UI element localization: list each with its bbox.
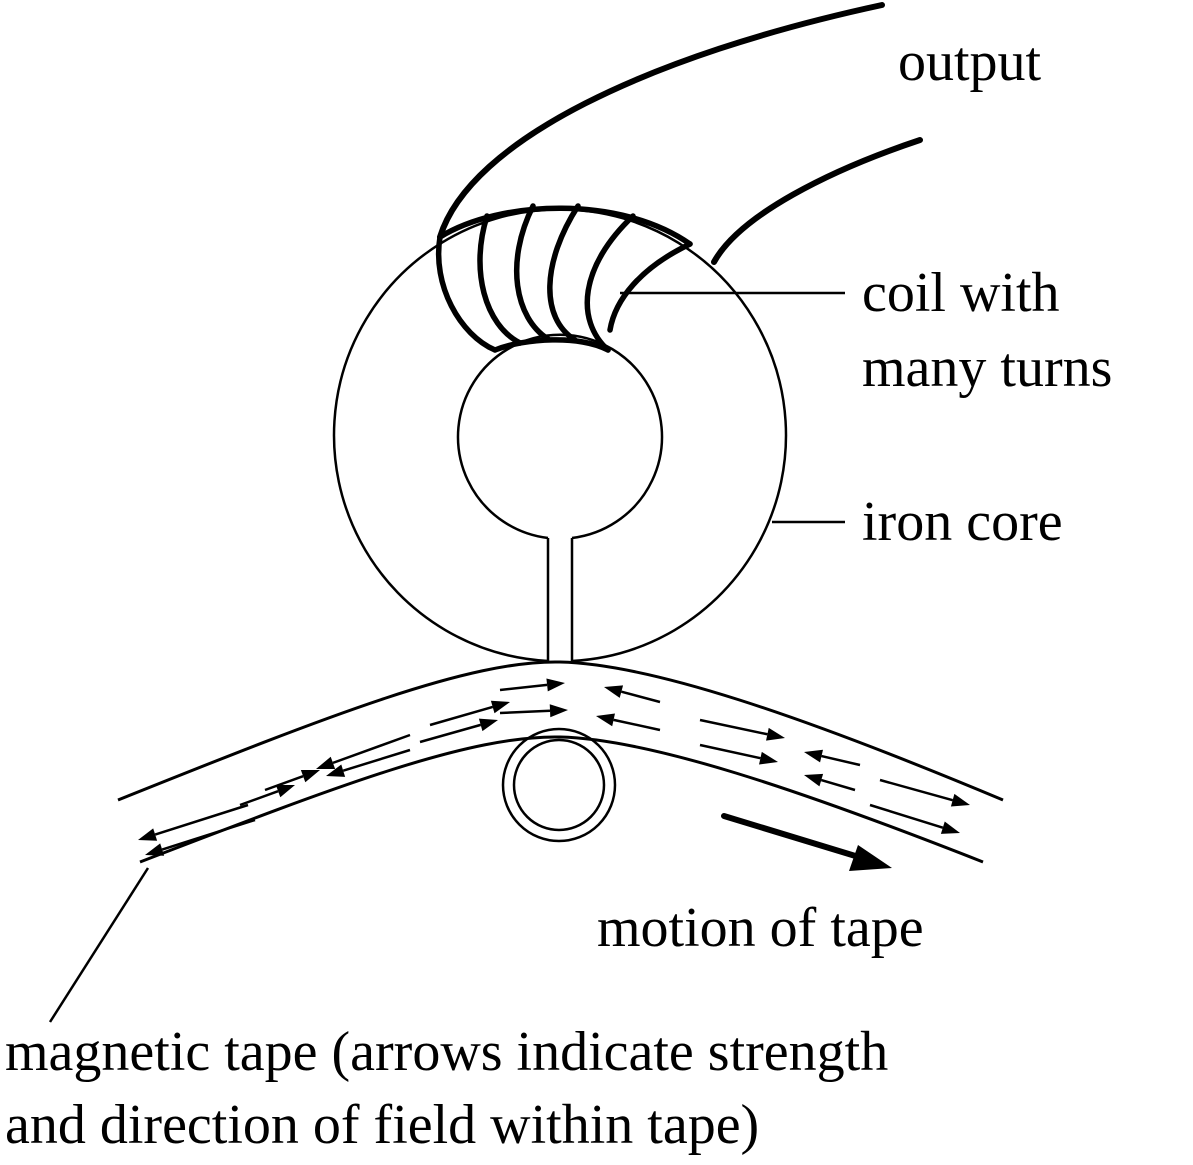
field-arrow [429, 700, 510, 727]
field-arrow [699, 743, 778, 765]
field-arrow-head [604, 685, 624, 698]
field-arrow-shaft [332, 733, 411, 765]
field-arrow-head [316, 756, 336, 769]
iron-core-outer [332, 208, 788, 663]
field-arrow-shaft [342, 748, 411, 772]
field-arrow-head [478, 718, 498, 732]
field-arrow-head [145, 843, 165, 856]
tape-bottom-edge [139, 735, 984, 864]
tape-roller [501, 727, 617, 843]
field-arrow-shaft [699, 718, 768, 736]
coil [436, 203, 693, 353]
coil-turn [513, 203, 551, 342]
tape-label-line2: and direction of field within tape) [5, 1094, 759, 1156]
coil-bottom-edge [492, 337, 611, 353]
coil-turn [607, 241, 693, 333]
output-wire-upper [437, 2, 885, 240]
motion-arrow [721, 813, 892, 871]
field-arrow-shaft [699, 743, 761, 760]
field-arrow-head [549, 704, 568, 718]
field-arrow-head [326, 764, 346, 777]
coil-turn [477, 213, 523, 346]
coil-turn [584, 213, 636, 353]
field-arrow [804, 773, 856, 792]
output-wire-lower [711, 137, 923, 265]
field-arrows [138, 678, 970, 856]
coil-turn [547, 203, 581, 343]
field-arrow-head [759, 751, 778, 765]
field-arrow-shaft [621, 690, 661, 704]
field-arrow-shaft [820, 778, 856, 792]
coil-label-line1: coil with [862, 262, 1060, 324]
field-arrow-head [804, 773, 824, 787]
field-arrow-shaft [879, 778, 953, 802]
iron-core-inner [456, 333, 664, 540]
field-arrow-head [275, 785, 295, 798]
field-arrow [239, 785, 295, 807]
field-arrow-head [940, 821, 960, 834]
roller-outer [501, 727, 617, 843]
iron-core-label: iron core [862, 491, 1063, 553]
coil-turn [436, 234, 498, 353]
magnetic-tape [117, 660, 1004, 864]
tape-leader-line [48, 867, 150, 1023]
tape-top-edge [117, 660, 1004, 802]
field-arrow-shaft [264, 774, 304, 792]
field-arrow [264, 770, 320, 792]
output-label: output [898, 31, 1042, 93]
field-arrow [419, 718, 498, 744]
motion-arrow-head [849, 845, 892, 871]
coil-top-edge [437, 205, 693, 247]
field-arrow-shaft [239, 789, 279, 807]
field-arrow [879, 778, 970, 807]
field-arrow [596, 713, 661, 732]
tape-label-line1: magnetic tape (arrows indicate strength [5, 1021, 888, 1083]
field-arrow-shaft [429, 705, 494, 727]
field-arrow-shaft [499, 709, 551, 715]
field-arrow [604, 685, 661, 704]
field-arrow [699, 718, 785, 741]
field-arrow [804, 749, 861, 767]
iron-core [332, 208, 788, 663]
field-arrow-head [804, 749, 824, 763]
field-arrow-shaft [869, 803, 944, 829]
field-arrow-head [766, 727, 785, 741]
field-arrow-shaft [419, 723, 482, 744]
field-arrow [138, 803, 249, 841]
roller-inner [512, 738, 606, 832]
field-arrow [499, 704, 568, 718]
field-arrow-head [950, 793, 970, 807]
field-arrow-head [138, 828, 158, 841]
motion-arrow-shaft [721, 813, 865, 861]
field-arrow [316, 733, 411, 769]
field-arrow-shaft [613, 718, 661, 732]
field-arrow [869, 803, 960, 834]
field-arrow-head [490, 700, 510, 714]
field-arrow-shaft [161, 818, 256, 851]
field-arrow-shaft [499, 683, 548, 692]
field-arrow-head [300, 770, 320, 783]
motion-label: motion of tape [597, 897, 924, 959]
field-arrow [499, 678, 565, 692]
field-arrow-shaft [154, 803, 249, 836]
field-arrow [326, 748, 411, 777]
field-arrow-head [596, 713, 615, 727]
field-arrow-head [546, 678, 565, 692]
field-arrow [145, 818, 256, 856]
coil-label-line2: many turns [862, 337, 1112, 399]
field-arrow-shaft [821, 754, 861, 767]
